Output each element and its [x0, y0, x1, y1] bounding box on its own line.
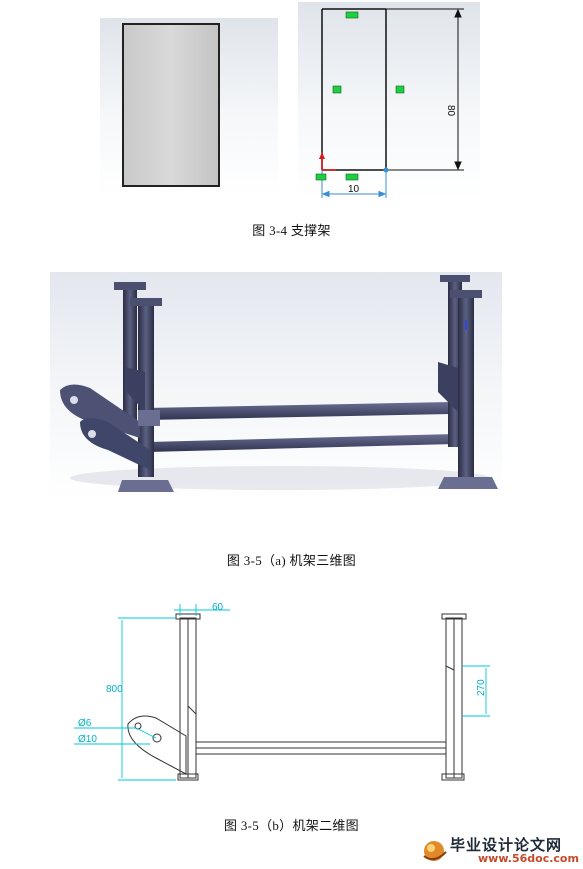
sketch-origin-marker — [319, 152, 389, 173]
frame-3d-model — [60, 275, 498, 492]
dim-hole-small-label: Ø6 — [78, 718, 92, 729]
figure-3-5a-caption: 图 3-5（a) 机架三维图 — [226, 553, 357, 568]
dim-side-label: 270 — [476, 679, 487, 696]
sketch-relation-markers — [315, 11, 405, 181]
support-plate — [122, 23, 220, 187]
support-sketch: 80 10 — [315, 8, 464, 198]
watermark-logo-icon — [423, 841, 447, 861]
frame-2d-svg: 60 800 270 Ø6 Ø10 — [74, 602, 490, 781]
sketch-height-dim: 80 — [445, 105, 456, 117]
watermark-url: www.56doc.com — [478, 852, 579, 865]
dim-height-label: 800 — [106, 684, 123, 695]
sketch-width-dim: 10 — [348, 184, 360, 195]
dim-top-label: 60 — [212, 602, 224, 613]
figure-3-5b-caption: 图 3-5（b）机架二维图 — [224, 818, 359, 833]
watermark-title: 毕业设计论文网 — [450, 836, 563, 854]
figure-3-4-caption: 图 3-4 支撑架 — [252, 223, 331, 238]
site-watermark: 毕业设计论文网 www.56doc.com — [420, 832, 583, 869]
dim-hole-large-label: Ø10 — [78, 734, 97, 745]
support-sketch-view: 80 10 — [298, 2, 480, 198]
support-plate-3d-view — [100, 18, 278, 196]
frame-2d-drawing: 60 800 270 Ø6 Ø10 — [60, 596, 500, 786]
frame-3d-view — [50, 272, 502, 500]
